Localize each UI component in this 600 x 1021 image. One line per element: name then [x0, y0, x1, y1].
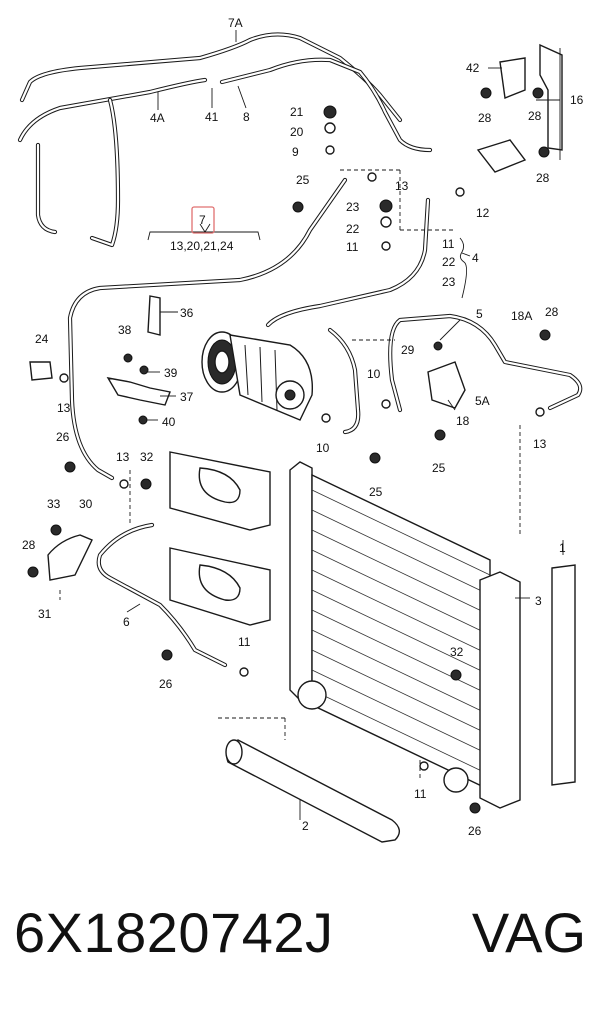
compressor[interactable]: [201, 331, 314, 421]
callout-6: 6: [123, 615, 130, 629]
callout-28-b: 28: [528, 109, 542, 123]
callout-13-d: 13: [116, 450, 130, 464]
bracket-37[interactable]: [106, 377, 171, 406]
callout-20: 20: [290, 125, 304, 139]
callout-28-e: 28: [22, 538, 36, 552]
callout-8: 8: [243, 110, 250, 124]
callout-4a: 4A: [150, 111, 165, 125]
callout-2: 2: [302, 819, 309, 833]
callout-11-d: 11: [414, 787, 427, 801]
callout-7a: 7A: [228, 16, 243, 30]
callout-28-a: 28: [478, 111, 492, 125]
callout-26-b: 26: [159, 677, 173, 691]
bracket-16[interactable]: [539, 43, 563, 151]
callout-5a: 5A: [475, 394, 490, 408]
callout-11-a: 11: [346, 240, 359, 254]
callout-23-a: 23: [346, 200, 360, 214]
seal-strip[interactable]: [551, 564, 576, 786]
callout-18: 18: [456, 414, 470, 428]
condenser[interactable]: [289, 461, 521, 809]
callout-36: 36: [180, 306, 194, 320]
callout-21: 21: [290, 105, 304, 119]
callout-16: 16: [570, 93, 584, 107]
callout-7-sub: 13,20,21,24: [170, 239, 234, 253]
bracket-42[interactable]: [499, 57, 526, 99]
callout-32-a: 32: [140, 450, 154, 464]
refrigerant-lines: [17, 32, 583, 668]
leader-lines: [59, 30, 564, 820]
pressure-switch-24[interactable]: [29, 361, 53, 381]
callout-37: 37: [180, 390, 194, 404]
callout-11-b: 11: [442, 237, 455, 251]
callout-32-b: 32: [450, 645, 464, 659]
callout-22-b: 22: [442, 255, 456, 269]
callout-31: 31: [38, 607, 52, 621]
callout-22-a: 22: [346, 222, 360, 236]
ac-system-exploded-diagram: 7A 4A 41 8 42 16 28 28 28 21 20 9 25 13 …: [17, 16, 584, 843]
callout-38: 38: [118, 323, 132, 337]
callout-42: 42: [466, 61, 480, 75]
callout-9: 9: [292, 145, 299, 159]
callout-13-b: 13: [57, 401, 71, 415]
part-number: 6X1820742J: [14, 901, 334, 964]
callout-13-a: 13: [395, 179, 409, 193]
callout-23-b: 23: [442, 275, 456, 289]
callout-1: 1: [559, 541, 566, 555]
callout-11-c: 11: [238, 635, 251, 649]
callout-10-b: 10: [316, 441, 330, 455]
callout-18a: 18A: [511, 309, 532, 323]
callout-30: 30: [79, 497, 93, 511]
callout-26-c: 26: [468, 824, 482, 838]
highlight-box-7[interactable]: [191, 206, 215, 234]
callout-24: 24: [35, 332, 49, 346]
callout-25-c: 25: [369, 485, 383, 499]
brand-label: VAG: [471, 901, 586, 964]
bracket-30[interactable]: [47, 534, 93, 581]
callout-25-a: 25: [296, 173, 310, 187]
bracket-18[interactable]: [427, 361, 466, 409]
callout-5: 5: [476, 307, 483, 321]
callout-4: 4: [472, 251, 479, 265]
callout-40: 40: [162, 415, 176, 429]
callout-28-d: 28: [545, 305, 559, 319]
pipe-main-left[interactable]: [67, 177, 348, 481]
callout-28-c: 28: [536, 171, 550, 185]
switch-block[interactable]: [476, 139, 527, 173]
callout-3: 3: [535, 594, 542, 608]
callout-39: 39: [164, 366, 178, 380]
callout-25-b: 25: [432, 461, 446, 475]
bracket-36[interactable]: [147, 295, 161, 336]
callout-29: 29: [401, 343, 415, 357]
callout-13-c: 13: [533, 437, 547, 451]
callout-41: 41: [205, 110, 219, 124]
hose-left[interactable]: [35, 142, 58, 235]
pipe-compressor-upper[interactable]: [265, 197, 431, 328]
hose-7a[interactable]: [19, 32, 403, 123]
callout-33: 33: [47, 497, 61, 511]
callout-labels: 7A 4A 41 8 42 16 28 28 28 21 20 9 25 13 …: [22, 16, 584, 838]
receiver-drier[interactable]: [225, 739, 400, 843]
condenser-fins: [311, 489, 491, 776]
callout-12: 12: [476, 206, 490, 220]
callout-7: 7: [199, 213, 206, 227]
callout-10-a: 10: [367, 367, 381, 381]
callout-26-a: 26: [56, 430, 70, 444]
condenser-brackets: [169, 451, 271, 626]
